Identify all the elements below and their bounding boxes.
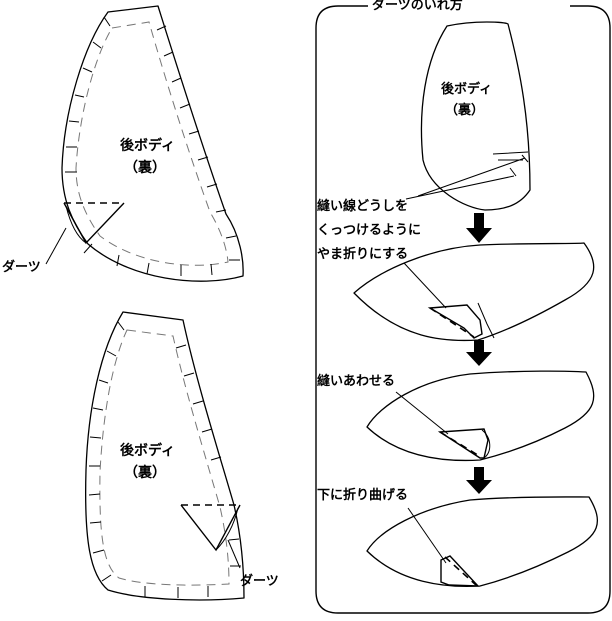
piece-label-line1: 後ボディ [441, 81, 492, 97]
dart-seam-line [439, 431, 482, 458]
seam-allowance-line [99, 329, 230, 586]
seam-allowance-ticks [88, 321, 241, 598]
pattern-piece-top: ダーツ 後ボディ （裏） [2, 5, 244, 282]
piece-label-line2: （裏） [124, 464, 166, 481]
step1-text-line2: くっつけるように [317, 223, 421, 238]
pattern-piece-outline [85, 311, 245, 601]
panel-title: ダーツのいれ方 [372, 0, 463, 13]
dart-seam-line [444, 556, 477, 586]
leader-lines [405, 157, 526, 200]
piece-label-line2: （裏） [124, 159, 166, 176]
down-arrow-icon [466, 340, 492, 366]
dart-label: ダーツ [2, 259, 41, 275]
dart-marking [63, 202, 125, 245]
leader-line [407, 507, 447, 564]
pattern-piece-outline [61, 5, 244, 282]
dart-instruction-panel: ダーツのいれ方 後ボディ （裏） 縫い線どうしを くっつけるように やま折りにす… [315, 0, 611, 614]
leader-line [403, 262, 447, 309]
piece-label-line2: （裏） [445, 102, 484, 118]
leader-line [395, 391, 449, 435]
piece-label-line1: 後ボディ [120, 137, 175, 154]
step-piece-unfolded: 後ボディ （裏） [405, 21, 531, 211]
seam-allowance-line [75, 21, 229, 266]
dart-marking [180, 504, 241, 552]
step1-folded-piece [353, 242, 595, 342]
down-arrow-icon [466, 467, 492, 494]
step2-sewn-piece [366, 370, 595, 462]
sewn-dart [437, 428, 489, 459]
pattern-piece-bottom: ダーツ 後ボディ （裏） [85, 311, 279, 601]
step3-text: 下に折り曲げる [317, 487, 408, 503]
piece-label-line1: 後ボディ [120, 442, 175, 459]
dart-label: ダーツ [240, 573, 279, 589]
dart-leader-line [45, 227, 67, 265]
step2-text: 縫いあわせる [317, 373, 395, 389]
step3-pressed-piece [366, 496, 598, 587]
down-arrow-icon [466, 213, 492, 243]
piece-outline [420, 21, 531, 211]
pressed-dart [440, 555, 480, 587]
panel-frame [315, 5, 611, 614]
step1-text-line1: 縫い線どうしを [317, 198, 408, 214]
piece-outline [366, 370, 595, 462]
piece-outline [353, 242, 595, 342]
dart-tip-marks [509, 154, 529, 177]
sewn-dart-edge [481, 429, 491, 459]
piece-outline [366, 496, 598, 587]
seam-allowance-ticks [65, 16, 240, 276]
step1-text-line3: やま折りにする [317, 246, 408, 262]
dart-leader-line [227, 539, 241, 569]
dart-fold-edge [477, 302, 495, 339]
dart-seam-line [429, 307, 475, 338]
dart-fold [427, 304, 483, 339]
